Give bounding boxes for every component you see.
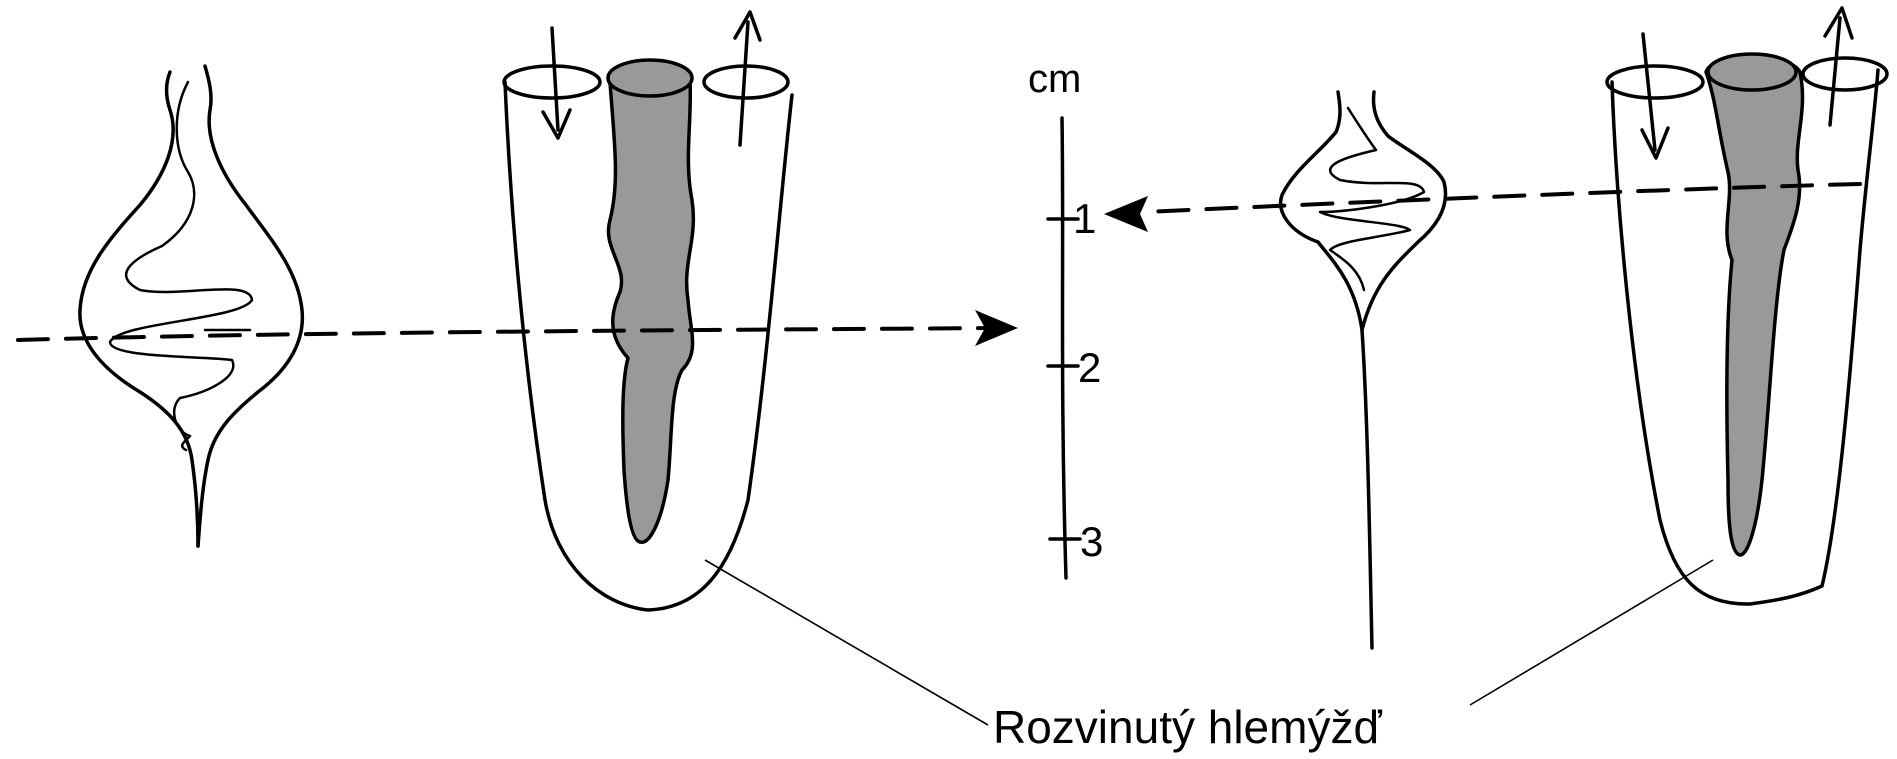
caption-group: Rozvinutý hlemýžď (705, 560, 1713, 753)
left-unrolled-cochlea (504, 12, 792, 610)
right-top-left-opening (1607, 66, 1703, 98)
left-top-left-opening (504, 66, 600, 98)
scale-label-1: 1 (1073, 195, 1096, 242)
scale-label-2: 2 (1078, 344, 1101, 391)
right-coiled-cochlea (1281, 92, 1446, 648)
leader-line-left (705, 560, 988, 725)
scale-label-3: 3 (1080, 518, 1103, 565)
left-coiled-cochlea (80, 66, 303, 546)
centimeter-scale: cm 1 2 3 (1028, 57, 1103, 578)
caption-label: Rozvinutý hlemýžď (993, 701, 1382, 753)
scale-unit-label: cm (1028, 57, 1081, 101)
right-up-arrow-icon (1825, 8, 1852, 125)
right-top-core-opening (1708, 54, 1796, 90)
right-top-right-opening (1803, 58, 1887, 90)
left-top-core-opening (608, 60, 692, 96)
right-unrolled-cochlea (1607, 8, 1887, 604)
left-down-arrow-icon (543, 28, 570, 138)
leader-line-right (1470, 560, 1713, 705)
left-dashed-arrow (18, 310, 1018, 346)
left-up-arrow-icon (735, 12, 760, 145)
